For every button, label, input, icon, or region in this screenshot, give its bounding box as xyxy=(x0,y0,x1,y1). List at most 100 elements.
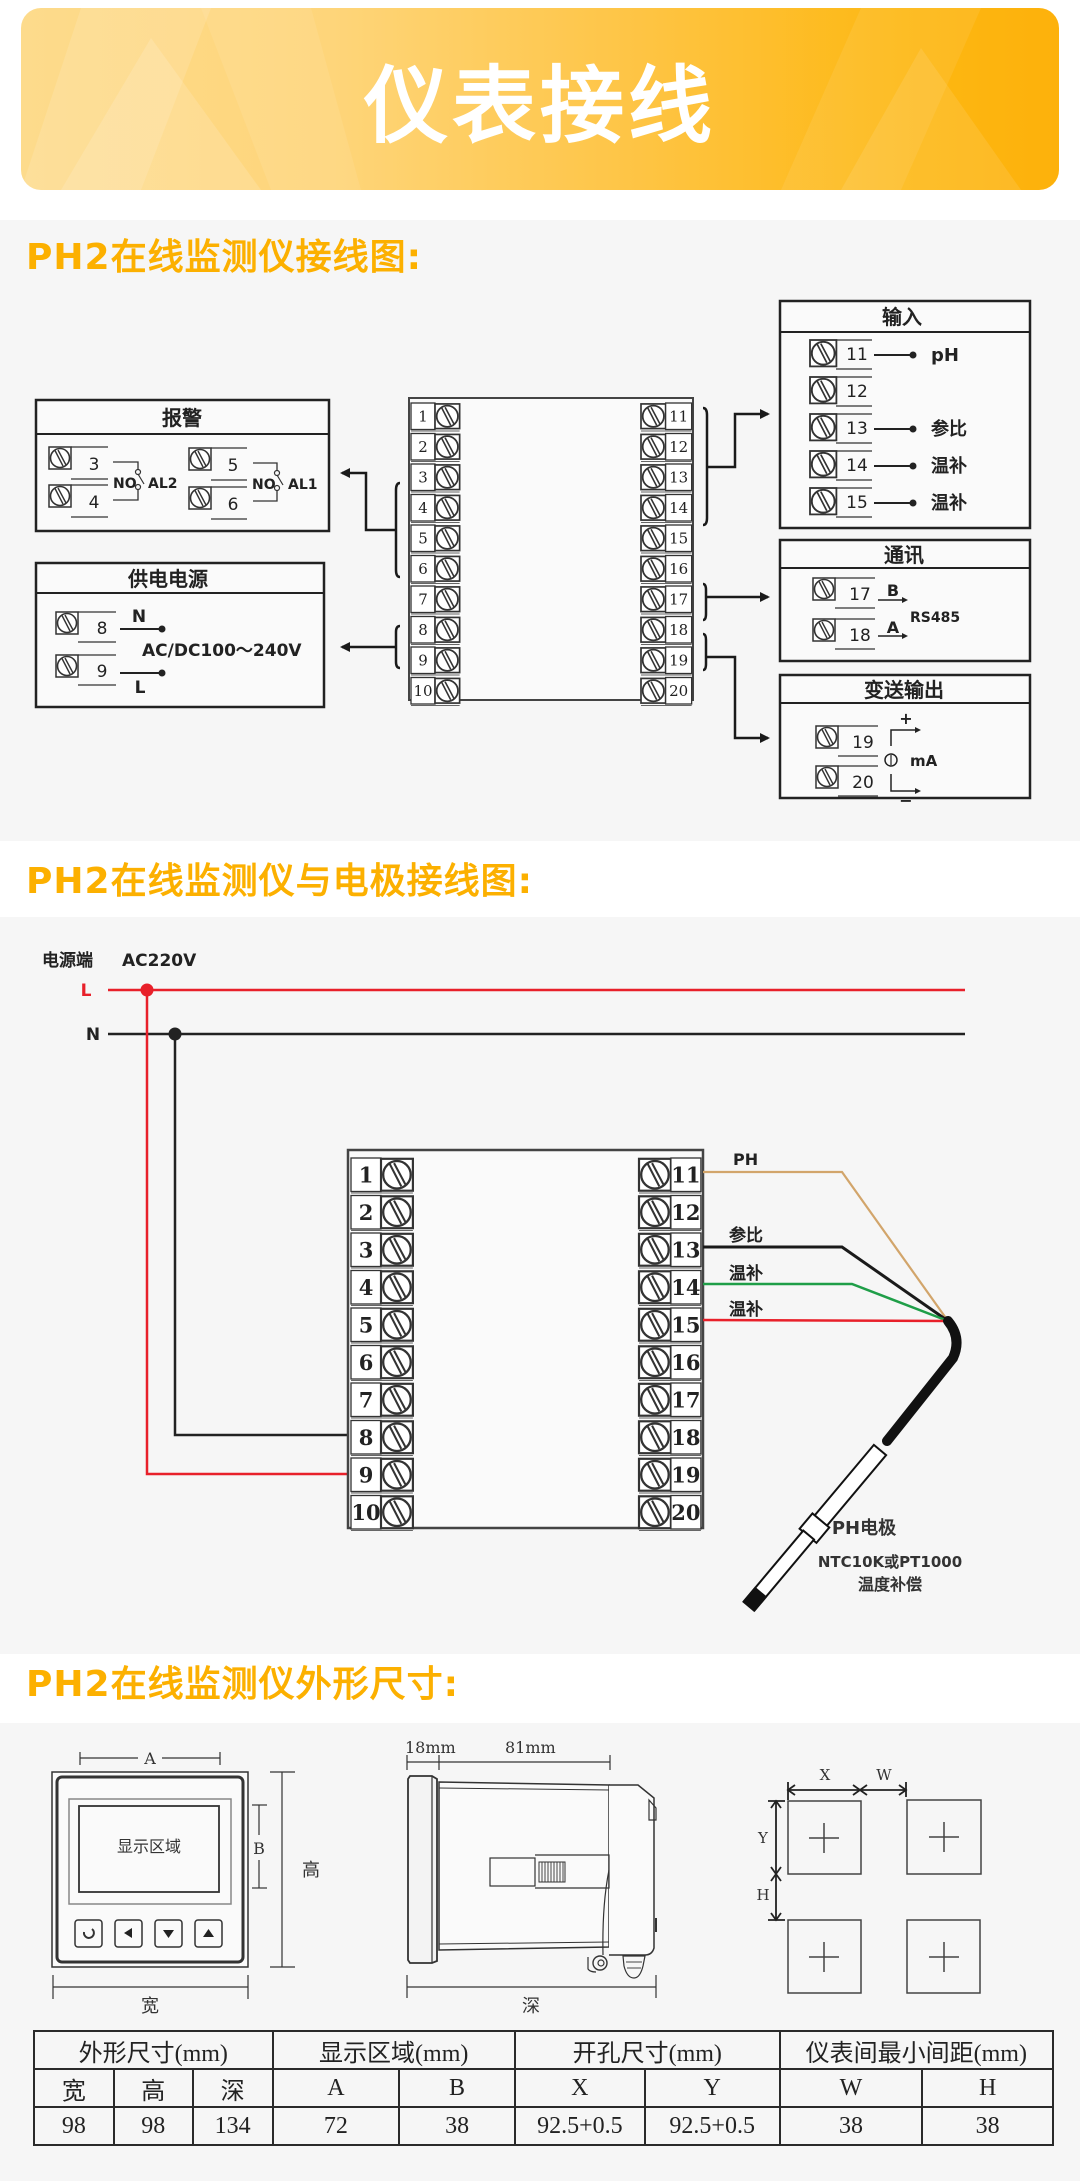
terminal-number: 14 xyxy=(671,1275,700,1300)
cutout-layout: X W Y H xyxy=(756,1766,982,1994)
ph-wire xyxy=(703,1170,949,1322)
terminal-3: 3 xyxy=(410,463,461,493)
screw-terminal-icon xyxy=(379,1420,414,1455)
terminal-number: 13 xyxy=(669,469,688,487)
terminal-number: 19 xyxy=(669,652,688,670)
input-pin: 13 xyxy=(846,419,868,439)
screw-terminal-icon xyxy=(809,339,838,368)
terminal-1: 1 xyxy=(350,1157,414,1194)
output-connector xyxy=(702,632,770,743)
terminal-2: 2 xyxy=(410,432,461,462)
cutout-h-label: H xyxy=(756,1886,769,1904)
output-title: 变送输出 xyxy=(864,678,944,702)
display-area-label: 显示区域 xyxy=(117,1837,181,1856)
cutout-hole xyxy=(787,1800,862,1875)
screw-terminal-icon xyxy=(640,403,667,430)
table-header-row: 宽 高 深 A B X Y W H xyxy=(33,2068,1054,2108)
terminal-number: 17 xyxy=(669,591,688,609)
terminal-number: 7 xyxy=(359,1387,374,1412)
temp-comp-wire-2 xyxy=(702,1318,949,1323)
terminal-number: 9 xyxy=(359,1462,374,1487)
screw-terminal-icon xyxy=(434,464,461,491)
probe-compensation: 温度补偿 xyxy=(857,1575,922,1594)
header-cell: W xyxy=(778,2068,924,2108)
depth-label: 深 xyxy=(522,1996,540,2017)
wiring-heading: PH2在线监测仪接线图: xyxy=(26,237,422,278)
input-row-15: 15 温补 xyxy=(809,487,967,518)
header-cell: X xyxy=(513,2068,646,2108)
terminal-15: 15 xyxy=(640,524,693,554)
terminal-18: 18 xyxy=(640,615,693,645)
value-cell: 134 xyxy=(191,2106,274,2146)
dim-a-label: A xyxy=(143,1749,156,1768)
screw-terminal-icon xyxy=(637,1382,672,1417)
terminal-number: 8 xyxy=(359,1425,374,1450)
header-cell: Y xyxy=(643,2068,781,2108)
screw-terminal-icon xyxy=(637,1307,672,1342)
screw-terminal-icon xyxy=(379,1382,414,1417)
dimensions-table: 外形尺寸(mm) 显示区域(mm) 开孔尺寸(mm) 仪表间最小间距(mm) 宽… xyxy=(33,2030,1055,2146)
terminal-number: 9 xyxy=(418,652,428,670)
terminal-number: 1 xyxy=(359,1162,374,1187)
temp-comp-label-1: 温补 xyxy=(729,1263,763,1284)
alarm-pin-6: 6 xyxy=(228,495,239,515)
input-pin: 15 xyxy=(846,493,868,513)
screw-terminal-icon xyxy=(637,1195,672,1230)
terminal-3: 3 xyxy=(350,1232,414,1269)
header-cell: B xyxy=(398,2068,516,2108)
output-box: 变送输出 19 20 + − mA xyxy=(778,673,1032,810)
screw-terminal-icon xyxy=(640,433,667,460)
current-source-icon xyxy=(884,753,898,767)
screw-terminal-icon xyxy=(379,1457,414,1492)
alarm-pin-3: 3 xyxy=(89,455,100,475)
input-pin: 12 xyxy=(846,382,868,402)
terminal-number: 3 xyxy=(359,1237,374,1262)
left-arrow-icon xyxy=(124,1928,132,1938)
probe-title: PH电极 xyxy=(832,1517,897,1539)
table-value-row: 98 98 134 72 38 92.5+0.5 92.5+0.5 38 38 xyxy=(33,2106,1054,2146)
screw-terminal-icon xyxy=(379,1307,414,1342)
terminal-8: 8 xyxy=(410,615,461,645)
ph-wire-label: PH xyxy=(733,1150,758,1169)
neutral-junction-dot xyxy=(168,1027,182,1041)
screw-terminal-icon xyxy=(434,555,461,582)
terminal-15: 15 xyxy=(637,1307,702,1344)
terminal-number: 10 xyxy=(351,1500,380,1525)
terminal-10: 10 xyxy=(410,676,461,706)
terminal-18: 18 xyxy=(637,1419,702,1456)
terminal-2: 2 xyxy=(350,1194,414,1231)
value-cell: 92.5+0.5 xyxy=(513,2106,646,2146)
terminal-number: 15 xyxy=(669,530,688,548)
input-title: 输入 xyxy=(882,305,922,329)
screw-terminal-icon xyxy=(637,1457,672,1492)
cutout-hole xyxy=(787,1919,862,1994)
electrode-heading: PH2在线监测仪与电极接线图: xyxy=(26,861,533,902)
input-signal-label: 参比 xyxy=(931,418,967,440)
terminal-1: 1 xyxy=(410,402,461,432)
power-pin-9: 9 xyxy=(97,662,108,682)
terminal-10: 10 xyxy=(350,1494,414,1531)
dimensions-heading: PH2在线监测仪外形尺寸: xyxy=(26,1664,459,1705)
terminal-20: 20 xyxy=(637,1494,702,1531)
body-depth-label: 81mm xyxy=(505,1738,556,1757)
left-key xyxy=(114,1919,143,1948)
value-cell: 92.5+0.5 xyxy=(643,2106,781,2146)
terminal-11: 11 xyxy=(637,1157,702,1194)
live-to-pin9-wire xyxy=(145,990,348,1476)
terminal-number: 19 xyxy=(671,1462,700,1487)
return-key xyxy=(74,1919,103,1948)
value-cell: 38 xyxy=(921,2106,1054,2146)
terminal-19: 19 xyxy=(640,646,693,676)
group-cutout-size: 开孔尺寸(mm) xyxy=(513,2030,781,2070)
screw-terminal-icon xyxy=(379,1270,414,1305)
return-icon xyxy=(82,1928,95,1939)
terminal-number: 6 xyxy=(418,560,428,578)
down-key xyxy=(154,1919,183,1948)
input-signal-label: 温补 xyxy=(931,492,967,514)
screw-terminal-icon xyxy=(434,647,461,674)
screw-terminal-icon xyxy=(434,494,461,521)
screw-terminal-icon xyxy=(640,616,667,643)
comm-title: 通讯 xyxy=(884,543,924,567)
